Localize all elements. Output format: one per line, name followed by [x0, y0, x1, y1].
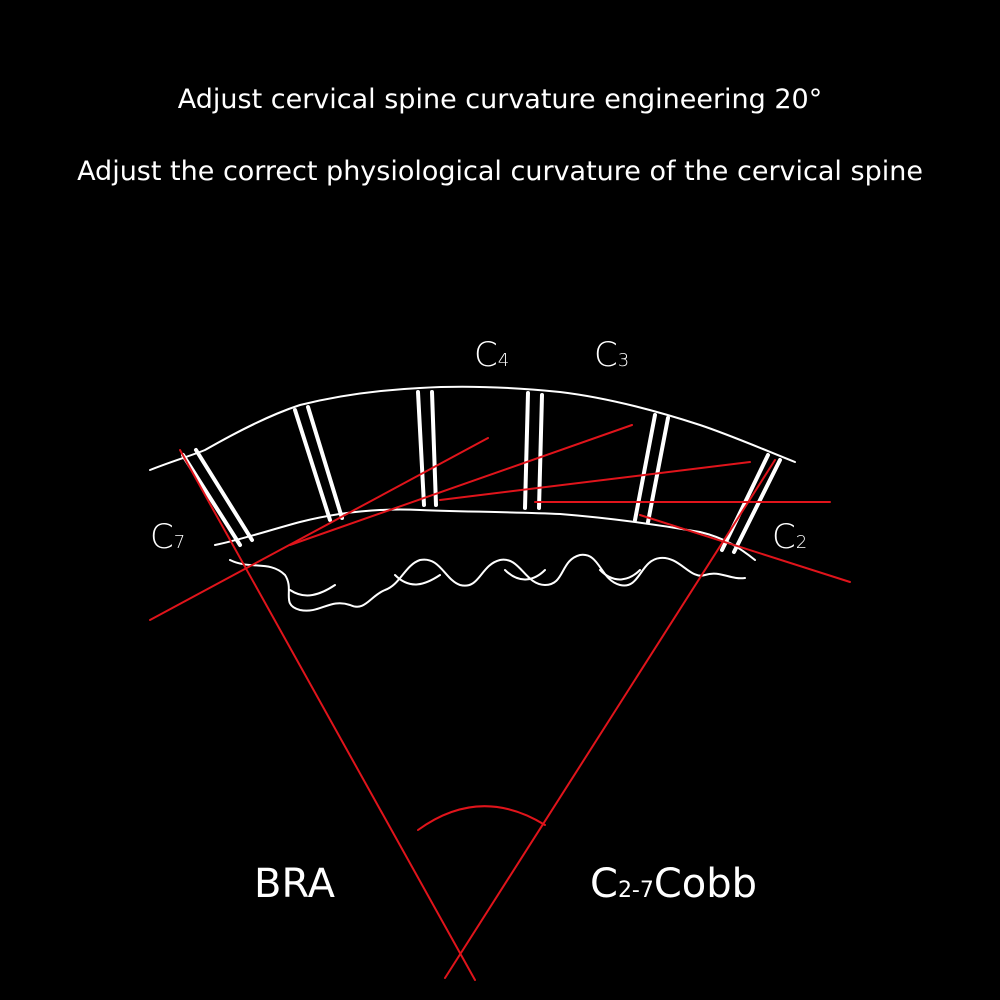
vertebra-edge-c4-a: [523, 391, 530, 510]
vertebra-edge-c4-b: [537, 393, 544, 510]
endplate-line-c2: [639, 514, 851, 583]
posterior-line-right: [444, 459, 776, 979]
posterior-line-left: [179, 449, 476, 981]
vertebra-edge-c7-a: [181, 453, 242, 547]
vertebra-edge-c7-b: [194, 448, 254, 542]
spine-lower-processes-2: [289, 569, 641, 597]
spine-lower-processes: [229, 553, 746, 612]
vertebra-edge-c6-b: [306, 405, 344, 520]
angle-arc: [417, 805, 546, 831]
label-c4: C4: [474, 335, 510, 375]
measurement-lines: [149, 424, 851, 981]
vertebra-edge-c5-b: [430, 390, 438, 507]
spine-bottom-contour: [214, 508, 756, 561]
endplate-line-c6: [289, 424, 633, 546]
label-c2: C2: [772, 517, 808, 557]
label-c7: C7: [150, 517, 186, 557]
vertebra-edge-c3-b: [646, 416, 670, 524]
vertebra-edge-c5-a: [416, 390, 426, 507]
endplate-line-c5: [439, 461, 751, 501]
title-line-2: Adjust the correct physiological curvatu…: [77, 156, 923, 187]
endplate-line-c7: [149, 437, 489, 621]
title-line-1: Adjust cervical spine curvature engineer…: [177, 84, 823, 115]
label-c3: C3: [594, 335, 630, 375]
spine-outline: [149, 385, 796, 612]
label-bra: BRA: [254, 861, 335, 907]
label-cobb-angle: C2-7Cobb: [590, 861, 758, 907]
spine-top-contour: [149, 385, 796, 471]
vertebra-edge-c2-b: [732, 458, 782, 554]
vertebra-edge-c6-a: [293, 408, 332, 522]
